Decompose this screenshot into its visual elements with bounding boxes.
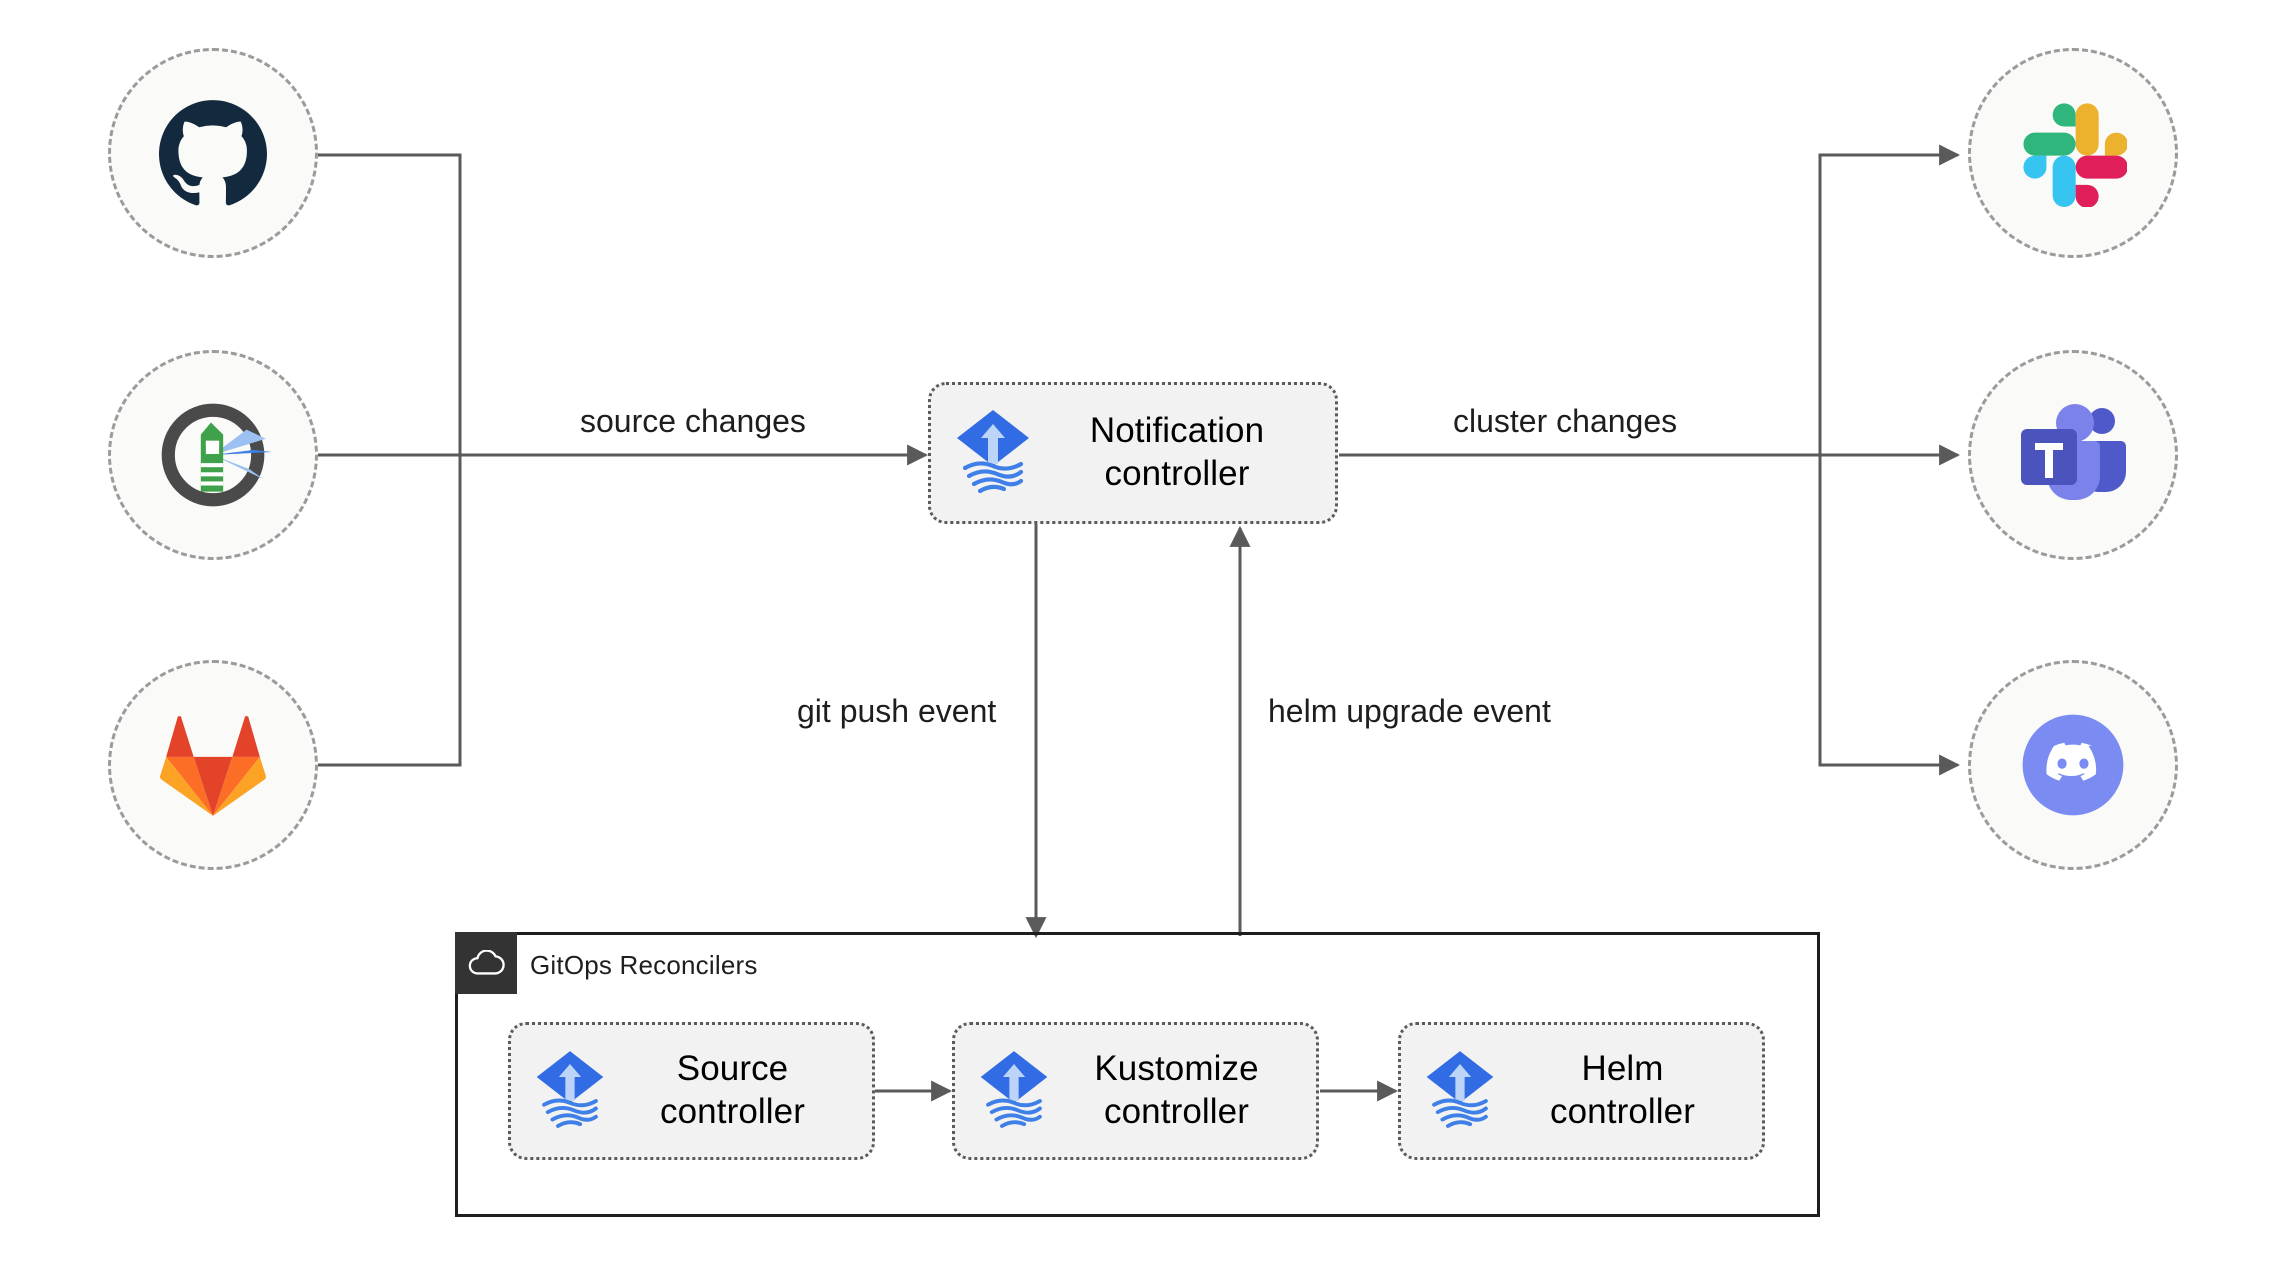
notification-controller-label: Notification controller xyxy=(1033,410,1335,495)
kustomize-line2: controller xyxy=(1104,1092,1249,1131)
reconciler-helm-label: Helm controller xyxy=(1497,1048,1762,1133)
source-node-gitlab[interactable] xyxy=(108,660,318,870)
source-line1: Source xyxy=(676,1049,789,1089)
edge-label-helm-upgrade-event: helm upgrade event xyxy=(1258,693,1561,730)
flux-icon xyxy=(1423,1049,1497,1134)
flux-icon xyxy=(953,408,1033,499)
discord-icon xyxy=(2022,714,2124,816)
nc-line1: Notification xyxy=(1089,411,1265,451)
gitlab-icon xyxy=(159,716,267,816)
edge-label-source-changes: source changes xyxy=(570,403,816,440)
edge-label-git-push-event: git push event xyxy=(787,693,1007,730)
nc-line2: controller xyxy=(1104,454,1250,493)
reconciler-kustomize-label: Kustomize controller xyxy=(1051,1048,1316,1133)
source-node-harbor[interactable] xyxy=(108,350,318,560)
source-node-github[interactable] xyxy=(108,48,318,258)
notification-controller-node[interactable]: Notification controller xyxy=(928,382,1338,524)
reconciler-source-label: Source controller xyxy=(607,1048,872,1133)
gitops-group-tab xyxy=(455,932,517,994)
cloud-icon xyxy=(468,950,505,975)
edge-bus-to-slack xyxy=(1818,144,1961,455)
destination-node-slack[interactable] xyxy=(1968,48,2178,258)
source-line2: controller xyxy=(660,1092,805,1131)
destination-node-teams[interactable] xyxy=(1968,350,2178,560)
edge-github-to-bus xyxy=(318,153,462,455)
reconciler-node-source[interactable]: Source controller xyxy=(508,1022,875,1160)
flux-icon xyxy=(977,1049,1051,1134)
slack-icon xyxy=(2023,103,2127,207)
helm-line1: Helm xyxy=(1581,1049,1664,1089)
kustomize-line1: Kustomize xyxy=(1094,1049,1259,1089)
reconciler-node-helm[interactable]: Helm controller xyxy=(1398,1022,1765,1160)
reconciler-node-kustomize[interactable]: Kustomize controller xyxy=(952,1022,1319,1160)
helm-line2: controller xyxy=(1550,1092,1695,1131)
github-icon xyxy=(159,100,267,206)
destination-node-discord[interactable] xyxy=(1968,660,2178,870)
edge-label-cluster-changes: cluster changes xyxy=(1443,403,1688,440)
edge-bus-to-discord xyxy=(1818,455,1961,776)
harbor-icon xyxy=(161,403,272,507)
gitops-reconcilers-group xyxy=(455,932,1820,1217)
gitops-group-title: GitOps Reconcilers xyxy=(530,950,758,980)
microsoft-teams-icon xyxy=(2021,404,2126,500)
edge-gitlab-to-bus xyxy=(318,455,462,767)
flux-icon xyxy=(533,1049,607,1134)
